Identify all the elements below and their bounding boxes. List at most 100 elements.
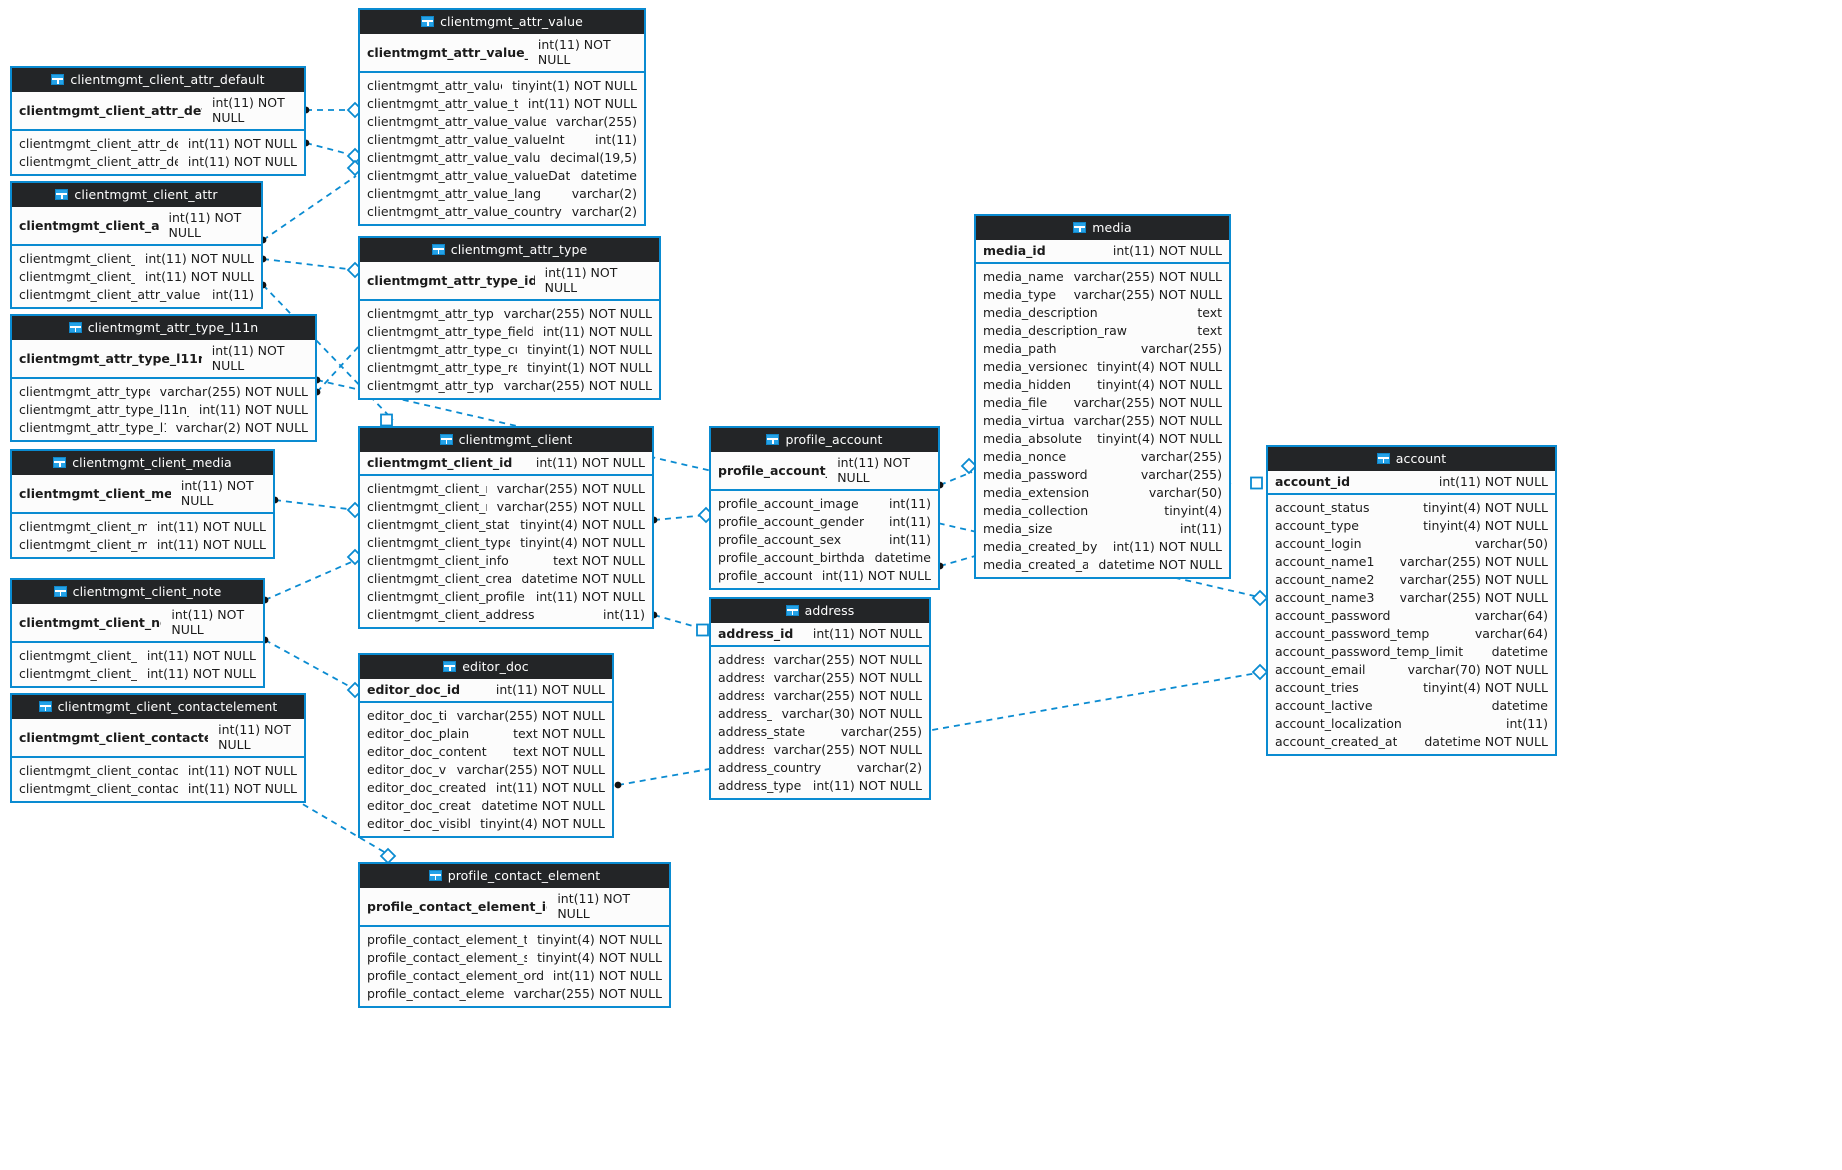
column-row: clientmgmt_attr_type_customtinyint(1) NO… [360, 340, 659, 358]
column-type: varchar(255) NOT NULL [1073, 412, 1222, 428]
column-type: int(11) NOT NULL [495, 682, 605, 697]
column-row: editor_doc_titlevarchar(255) NOT NULL [360, 706, 612, 724]
table-header-clientmgmt_attr_value: clientmgmt_attr_value [360, 10, 644, 34]
table-clientmgmt_attr_type[interactable]: clientmgmt_attr_type clientmgmt_attr_type… [358, 236, 661, 400]
relationship-endpoint-diamond [1251, 589, 1269, 607]
column-type: varchar(2) [571, 203, 637, 219]
column-type: int(11) NOT NULL [211, 343, 285, 373]
column-name: account_created_at [1275, 733, 1398, 749]
column-type: varchar(255) NOT NULL [503, 377, 652, 393]
column-name: media_versioned [983, 358, 1088, 374]
column-row: clientmgmt_attr_value_defaulttinyint(1) … [360, 76, 644, 94]
column-row: clientmgmt_attr_type_requiredtinyint(1) … [360, 358, 659, 376]
column-name: profile_account_id [718, 462, 827, 478]
column-name: profile_account_gender [718, 513, 865, 529]
column-type: int(11) NOT NULL [146, 647, 256, 663]
column-name: media_absolute [983, 430, 1082, 446]
relationship-clientmgmt_client_note-to-editor_doc [261, 636, 364, 699]
table-profile_account[interactable]: profile_accountprofile_account_idint(11)… [709, 426, 940, 590]
column-name: media_extension [983, 484, 1090, 500]
column-type: varchar(2) NOT NULL [175, 419, 308, 435]
column-list: clientmgmt_client_note_dstint(11) NOT NU… [12, 643, 263, 686]
column-type: tinyint(4) NOT NULL [1097, 358, 1222, 374]
table-title: clientmgmt_attr_type [450, 242, 588, 257]
column-type: varchar(255) NOT NULL [773, 687, 922, 703]
column-name: clientmgmt_attr_value_valueInt [367, 131, 565, 147]
column-name: editor_doc_plain [367, 725, 470, 741]
column-type: tinyint(4) NOT NULL [520, 534, 645, 550]
column-name: clientmgmt_client_media_id [19, 485, 171, 501]
column-type: int(11) NOT NULL [171, 607, 245, 637]
column-name: clientmgmt_client_media_src [19, 536, 147, 552]
table-icon [443, 661, 457, 672]
table-address[interactable]: address address_id int(11) NOT NULL address… [709, 597, 931, 800]
column-type: varchar(255) NOT NULL [773, 651, 922, 667]
column-type: int(11) NOT NULL [812, 777, 922, 793]
column-name: clientmgmt_client_no_reverse [367, 498, 487, 514]
table-icon [1073, 222, 1087, 233]
column-type: tinyint(1) NOT NULL [512, 77, 637, 93]
column-name: clientmgmt_attr_type_fields [367, 323, 533, 339]
column-name: address_type [718, 777, 802, 793]
table-title: profile_contact_element [447, 868, 601, 883]
column-name: clientmgmt_client_attr_type [19, 268, 135, 284]
column-name: clientmgmt_attr_type_pattern [367, 377, 494, 393]
column-type: text NOT NULL [513, 725, 605, 741]
table-icon [68, 322, 82, 333]
table-title: clientmgmt_client [458, 432, 573, 447]
column-name: editor_doc_created_by [367, 779, 486, 795]
relationship-endpoint-box [1250, 476, 1263, 490]
column-row: address_postalvarchar(30) NOT NULL [711, 704, 929, 722]
table-icon [51, 74, 65, 85]
column-type: varchar(50) [1474, 535, 1548, 551]
column-name: editor_doc_content [367, 743, 487, 759]
column-type: tinyint(4) NOT NULL [1423, 517, 1548, 533]
column-name: media_path [983, 340, 1057, 356]
table-header-profile_contact_element: profile_contact_element [360, 864, 669, 888]
column-name: address_id [718, 626, 794, 641]
column-name: media_collection [983, 502, 1089, 518]
column-type: int(11) NOT NULL [144, 250, 254, 266]
table-title: address [804, 603, 855, 618]
table-header-clientmgmt_client_attr: clientmgmt_client_attr [12, 183, 261, 207]
column-type: text [1197, 322, 1222, 338]
table-title: profile_account [785, 432, 883, 447]
column-type: varchar(255) NOT NULL [773, 669, 922, 685]
column-name: media_created_at [983, 556, 1089, 572]
column-row: clientmgmt_attr_value_valueDecdecimal(19… [360, 148, 644, 166]
column-name: media_file [983, 394, 1048, 410]
table-clientmgmt_client_attr[interactable]: clientmgmt_client_attr clientmgmt_client_… [10, 181, 263, 309]
column-type: tinyint(4) NOT NULL [537, 949, 662, 965]
column-row: clientmgmt_client_note_dstint(11) NOT NU… [12, 646, 263, 664]
column-row: clientmgmt_attr_value_valueStrvarchar(25… [360, 112, 644, 130]
relationship-clientmgmt_client_media-to-clientmgmt_client [271, 496, 364, 519]
column-name: media_created_by [983, 538, 1098, 554]
